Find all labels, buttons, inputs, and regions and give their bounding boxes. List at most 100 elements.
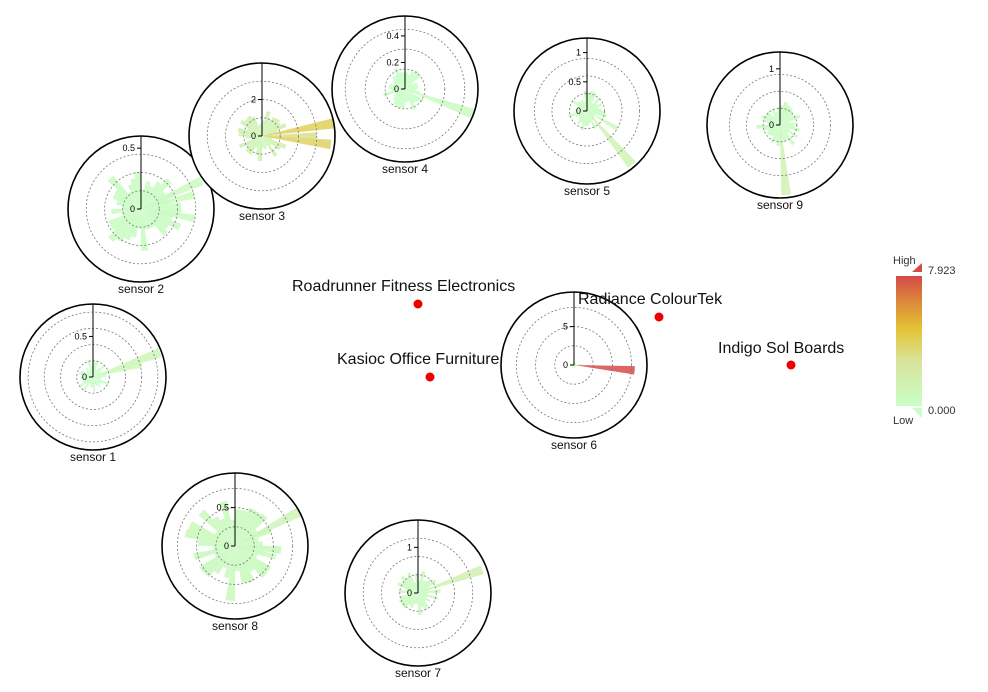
wind-spike-bar	[141, 191, 195, 209]
wind-bar	[392, 76, 405, 89]
wind-bar	[780, 114, 801, 125]
wind-bar	[391, 89, 405, 92]
wind-bar	[577, 101, 587, 111]
wind-bar	[137, 209, 141, 229]
wind-spike-bar	[262, 132, 317, 140]
wind-bar	[409, 593, 418, 609]
wind-bar	[577, 111, 587, 125]
factory-label: Roadrunner Fitness Electronics	[292, 278, 515, 295]
wind-bar	[771, 125, 780, 137]
wind-bar	[393, 89, 405, 105]
wind-bar	[773, 115, 780, 125]
wind-bar	[393, 82, 405, 89]
wind-bar	[93, 371, 104, 377]
wind-bar	[245, 136, 262, 153]
wind-bar	[763, 119, 780, 125]
wind-bar	[587, 111, 592, 124]
wind-bar	[418, 589, 441, 593]
sensor-outline	[500, 291, 648, 439]
wind-bar	[247, 136, 262, 155]
wind-bar	[405, 73, 421, 89]
wind-bar	[235, 513, 268, 546]
wind-bar	[93, 374, 107, 377]
wind-bar	[197, 539, 235, 546]
factory-label: Indigo Sol Boards	[718, 340, 844, 357]
wind-bar	[574, 363, 577, 365]
wind-bar	[141, 189, 145, 209]
wind-bar	[235, 546, 266, 557]
wind-bar	[767, 122, 780, 125]
wind-spike-bar	[141, 176, 204, 209]
radial-tick-label: 0	[769, 120, 774, 130]
wind-bar	[416, 593, 418, 605]
wind-bar	[258, 125, 262, 136]
wind-bar	[89, 377, 93, 387]
wind-bar	[418, 579, 425, 593]
wind-bar	[414, 593, 418, 605]
wind-bar	[418, 593, 439, 601]
wind-spike-bar	[262, 118, 335, 136]
wind-bar	[574, 365, 576, 366]
factory-marker	[654, 312, 664, 322]
factory-kasioc-office-furniture: Kasioc Office Furniture	[337, 351, 500, 382]
sensor-label: sensor 9	[757, 198, 803, 212]
radial-tick-label: 0	[407, 588, 412, 598]
wind-bar	[203, 546, 235, 578]
wind-bar	[418, 587, 430, 593]
wind-bar	[767, 125, 780, 132]
wind-bar	[262, 122, 287, 136]
wind-bar	[402, 593, 418, 609]
wind-bar	[141, 209, 155, 228]
wind-bar	[214, 546, 235, 557]
wind-bar	[141, 199, 170, 209]
wind-bar	[141, 209, 173, 221]
wind-bar	[262, 122, 281, 136]
wind-bar	[84, 377, 93, 380]
wind-bar	[587, 103, 598, 111]
wind-bar	[405, 89, 416, 91]
wind-bar	[80, 377, 93, 380]
wind-bar	[112, 193, 141, 209]
wind-bar	[86, 370, 93, 377]
radial-tick-label: 0.5	[122, 143, 135, 153]
wind-bar	[587, 111, 595, 119]
wind-bar	[86, 377, 93, 384]
wind-bar	[761, 115, 780, 125]
factory-marker	[786, 360, 796, 370]
wind-bar	[193, 546, 235, 561]
wind-bar	[574, 365, 575, 368]
radial-tick-label: 0.4	[386, 31, 399, 41]
wind-bar	[220, 518, 235, 546]
wind-bar	[93, 364, 106, 377]
wind-bar	[223, 546, 235, 579]
wind-bar	[587, 111, 606, 115]
wind-bar	[571, 99, 587, 111]
wind-bar	[418, 593, 428, 595]
wind-bar	[775, 112, 780, 125]
radial-tick-label: 0.5	[74, 331, 87, 341]
wind-spike-bar	[574, 364, 584, 366]
wind-bar	[111, 209, 141, 232]
wind-bar	[395, 89, 405, 95]
wind-bar	[141, 209, 169, 230]
radial-gridline	[381, 556, 455, 630]
color-legend-bar	[896, 276, 922, 406]
radial-tick-label: 0	[82, 372, 87, 382]
wind-bar	[587, 92, 591, 111]
wind-bar	[399, 72, 405, 89]
wind-bar	[93, 371, 101, 377]
wind-bar	[86, 372, 93, 377]
wind-bar	[235, 546, 268, 579]
wind-bar	[577, 106, 587, 111]
wind-bar	[141, 209, 149, 251]
sensor-outline	[706, 51, 854, 199]
wind-bar	[587, 111, 597, 130]
wind-bar	[244, 118, 262, 136]
sensor-label: sensor 3	[239, 209, 285, 223]
wind-bar	[780, 125, 786, 143]
radial-tick-label: 0.5	[216, 503, 229, 513]
color-legend-min-label: 0.000	[928, 405, 956, 417]
wind-bar	[393, 89, 405, 98]
wind-bar	[262, 136, 267, 150]
